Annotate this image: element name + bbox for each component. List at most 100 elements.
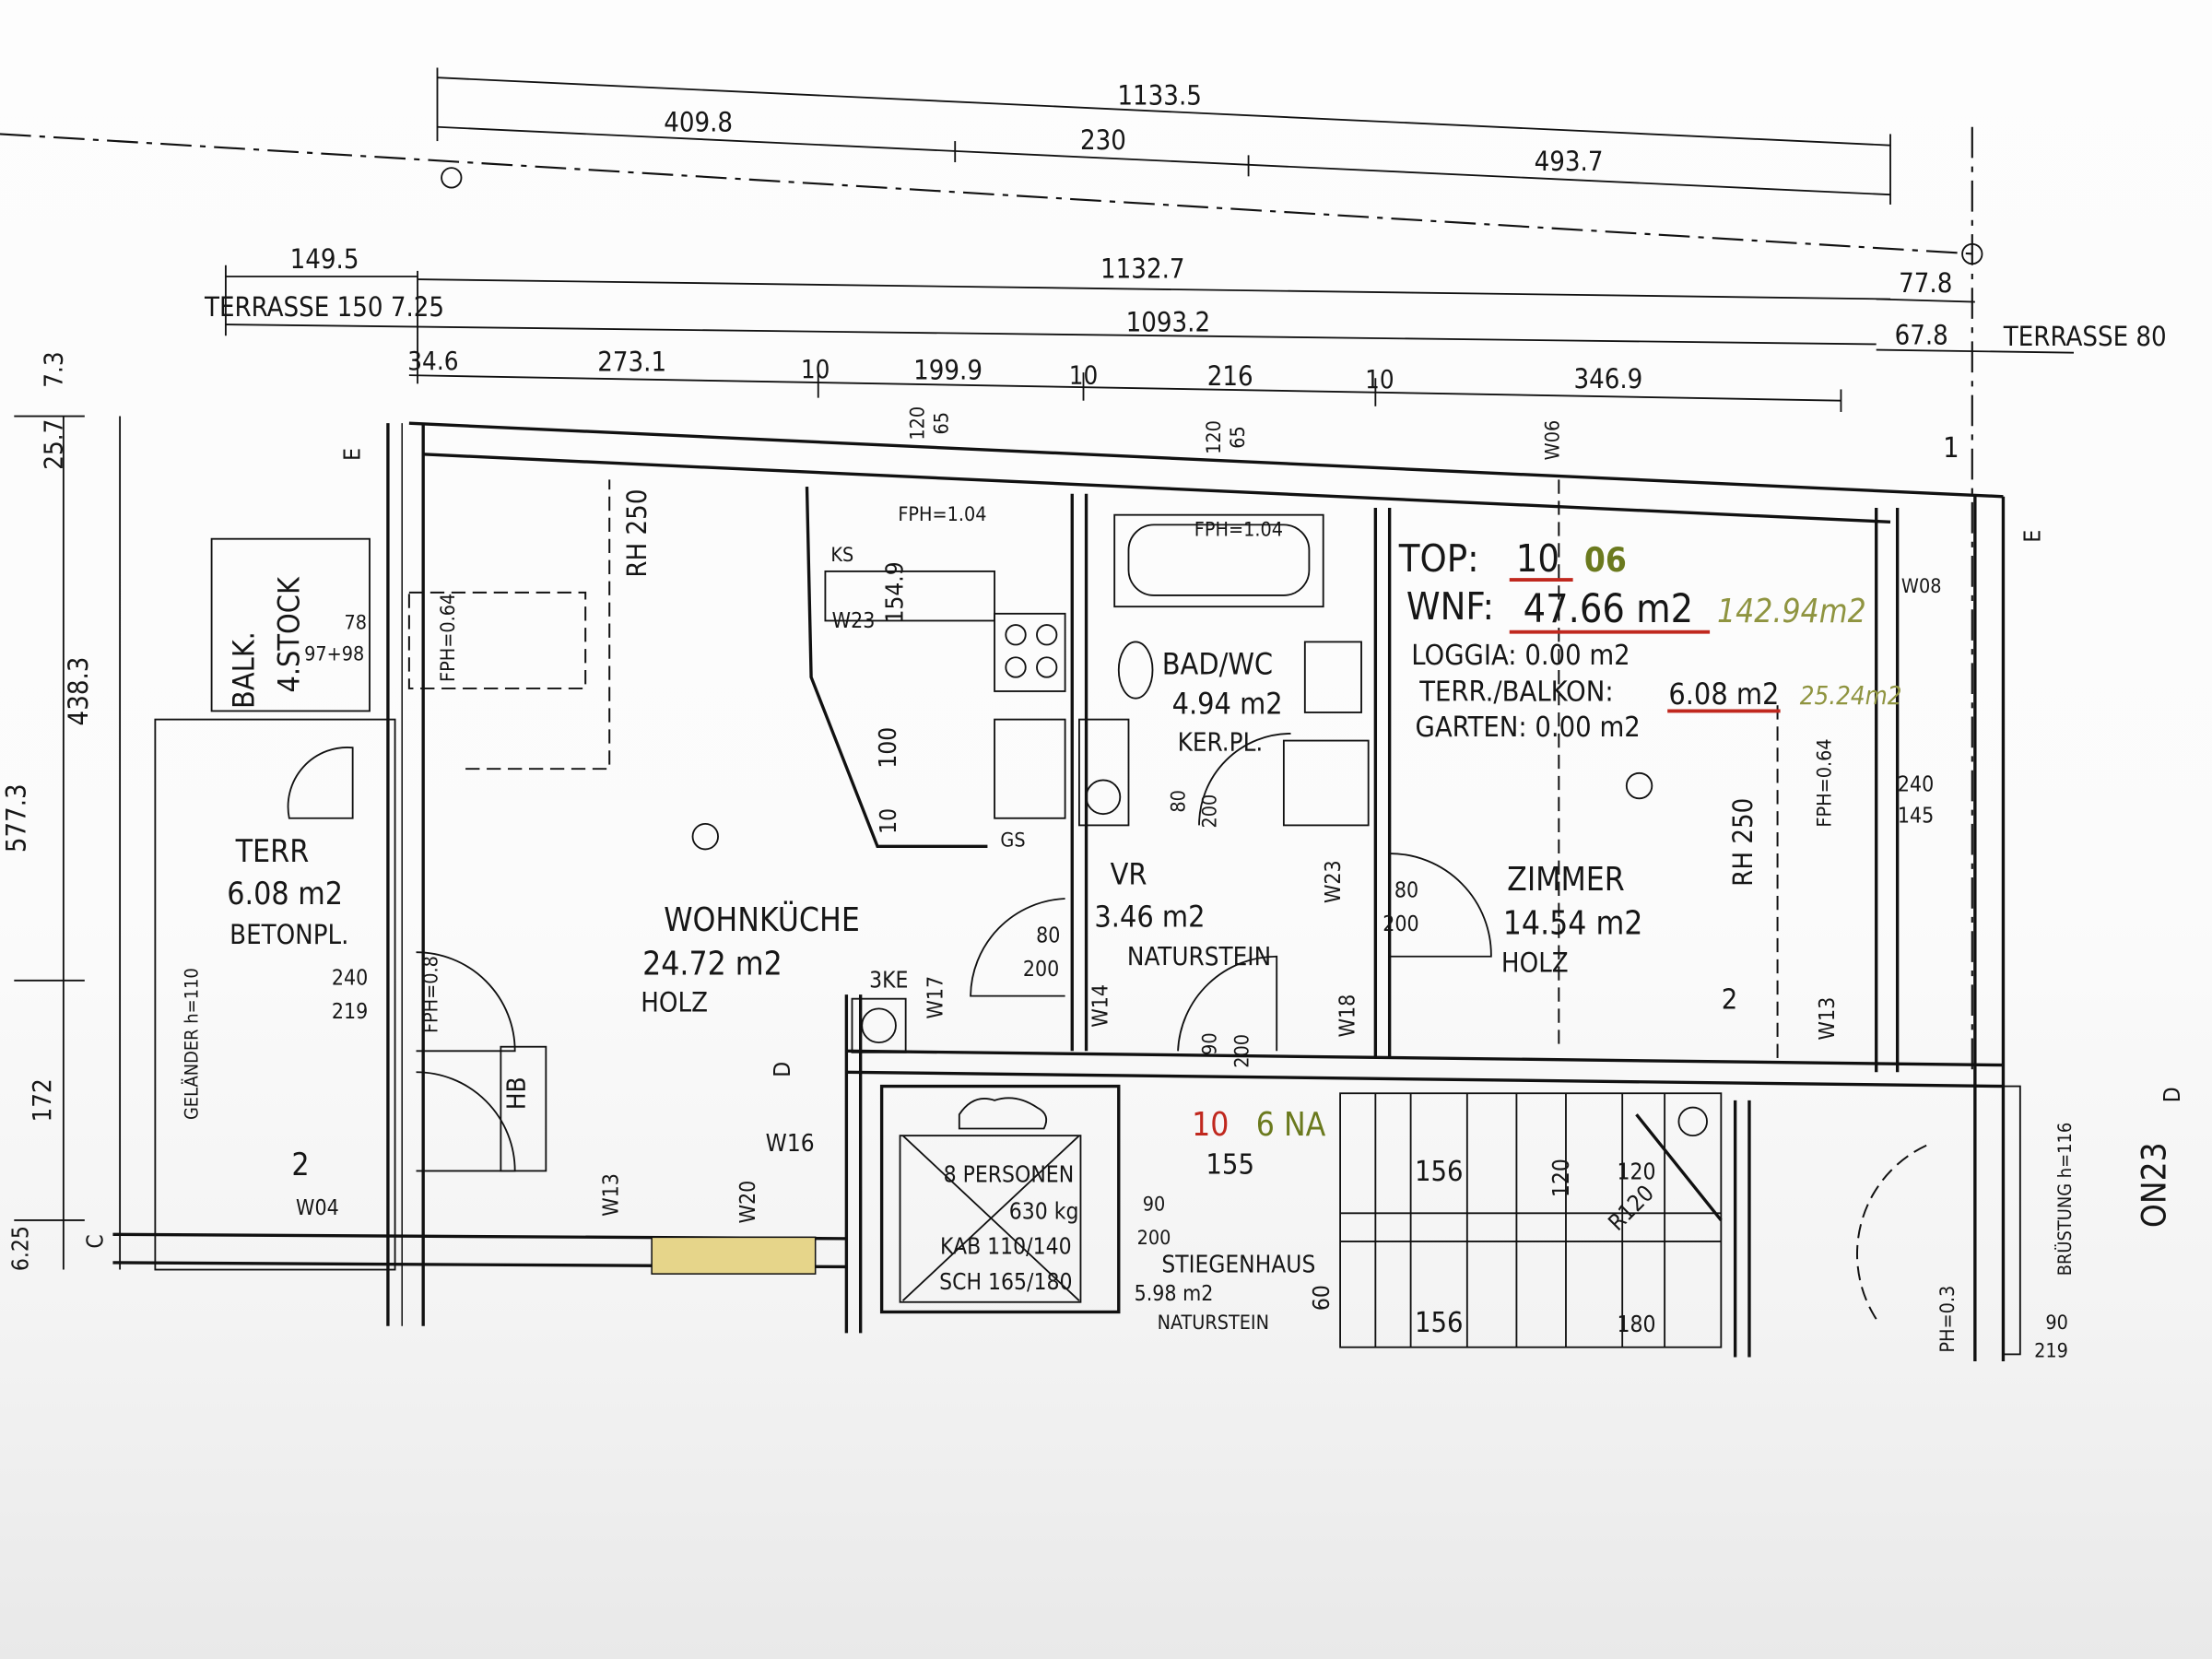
window-label: W20 xyxy=(736,1181,760,1224)
fph-label: FPH=0.64 xyxy=(437,594,460,682)
ph-label: PH=0.3 xyxy=(1936,1286,1959,1353)
fph-label: FPH=0.64 xyxy=(1814,738,1837,827)
zimmer-window-dim: 240 xyxy=(1898,773,1934,797)
dim-v-6: 6.25 xyxy=(7,1226,34,1271)
summary-wnf-alt: 142.94m2 xyxy=(1717,593,1866,630)
door-dim: 80 xyxy=(1036,924,1060,947)
axis-marker: C xyxy=(82,1234,109,1248)
terrace-door-dim: 240 xyxy=(332,966,368,990)
stair-steps xyxy=(1374,1093,1666,1347)
room-zimmer-area: 14.54 m2 xyxy=(1503,904,1643,942)
door-dim: 90 xyxy=(1143,1193,1166,1216)
window-dim: 120 xyxy=(1203,420,1226,454)
window-label: W23 xyxy=(1322,860,1346,903)
stair-dim: 155 xyxy=(1206,1148,1254,1181)
axis-marker: 1 xyxy=(1943,432,1959,465)
dim-v-172: 172 xyxy=(28,1078,57,1122)
window-label: W23 xyxy=(832,609,876,633)
room-zimmer-name: ZIMMER xyxy=(1507,861,1625,899)
dim-v-577: 577.3 xyxy=(1,783,32,853)
summary-top-value: 10 xyxy=(1516,536,1559,581)
axis-marker: E xyxy=(338,448,365,461)
summary-loggia: LOGGIA: 0.00 m2 xyxy=(1411,640,1630,672)
dim-v-7: 7.3 xyxy=(39,351,68,387)
hb-label: HB xyxy=(501,1077,531,1110)
unit-code-green: 6 NA xyxy=(1256,1106,1326,1144)
room-bad-area: 4.94 m2 xyxy=(1172,686,1283,721)
stair-dim: 120 xyxy=(1547,1159,1574,1197)
door-dim: 80 xyxy=(1168,790,1191,813)
window-label: W08 xyxy=(1901,575,1942,598)
summary-top-alt: 06 xyxy=(1584,540,1627,580)
door-dim: 200 xyxy=(1198,794,1221,829)
summary-top-label: TOP: xyxy=(1398,536,1479,581)
dim-seg-c: 493.7 xyxy=(1535,146,1604,177)
rh-label: RH 250 xyxy=(1727,798,1759,887)
railing-label: GELÄNDER h=110 xyxy=(181,968,202,1120)
elevator-load: 630 kg xyxy=(1009,1197,1079,1224)
stair-dim: R120 xyxy=(1603,1180,1659,1236)
window-dim: 65 xyxy=(931,412,954,435)
dim-199: 199.9 xyxy=(913,355,982,386)
door-dim: 219 xyxy=(2034,1339,2068,1362)
window-label: W14 xyxy=(1089,984,1113,1028)
window-dim: 120 xyxy=(907,406,930,441)
ke-label: 3KE xyxy=(869,966,908,993)
window-label: W18 xyxy=(1335,994,1359,1038)
door-dim: 90 xyxy=(1198,1032,1221,1055)
room-balk-level: 4.STOCK xyxy=(271,576,306,692)
window-label: W06 xyxy=(1541,420,1564,461)
dim-v-438: 438.3 xyxy=(63,657,94,726)
elevator-shaft: SCH 165/180 xyxy=(939,1268,1072,1295)
room-wohnkueche-area: 24.72 m2 xyxy=(642,946,782,983)
dim-216: 216 xyxy=(1207,360,1253,392)
parapet-label: BRÜSTUNG h=116 xyxy=(2054,1123,2076,1277)
dim-terrasse-right: TERRASSE 80 xyxy=(2003,321,2167,352)
dimension-lines xyxy=(0,67,2075,1270)
room-vr-name: VR xyxy=(1111,857,1147,892)
summary-terr-value: 6.08 m2 xyxy=(1668,677,1779,712)
axis-marker: E xyxy=(2018,530,2045,543)
door-dim: 200 xyxy=(1023,958,1059,982)
stair-dim: 180 xyxy=(1618,1311,1656,1337)
summary-terr-alt: 25.24m2 xyxy=(1800,681,1902,711)
dim-10b: 10 xyxy=(1069,360,1099,390)
fixtures xyxy=(154,479,2021,1356)
stair-dim: 156 xyxy=(1415,1156,1464,1188)
summary-wnf-label: WNF: xyxy=(1406,584,1494,629)
door-dim: 200 xyxy=(1137,1227,1171,1250)
room-wohnkueche-name: WOHNKÜCHE xyxy=(664,900,860,939)
elevator-persons: 8 PERSONEN xyxy=(944,1161,1075,1188)
window-dim: 65 xyxy=(1227,426,1250,449)
window-label: W17 xyxy=(924,976,947,1019)
dim-34: 34.6 xyxy=(407,347,458,376)
gs-label: GS xyxy=(1000,829,1025,852)
dim-77: 77.8 xyxy=(1899,267,1952,299)
axis-marker: 2 xyxy=(291,1147,309,1182)
window-label: W16 xyxy=(766,1130,815,1158)
dim-1132: 1132.7 xyxy=(1100,253,1185,285)
fph-label: FPH=1.04 xyxy=(898,503,986,526)
stair-dim: 60 xyxy=(1308,1285,1335,1311)
door-dim: 200 xyxy=(1382,912,1418,936)
room-stiegenhaus-name: STIEGENHAUS xyxy=(1161,1252,1315,1279)
elevator-cabin: KAB 110/140 xyxy=(940,1233,1072,1260)
door-dim: 200 xyxy=(1231,1034,1254,1068)
unit-code-red: 10 xyxy=(1192,1106,1229,1144)
walls xyxy=(112,421,2006,1362)
dim-seg-b: 230 xyxy=(1080,124,1126,156)
door-dim: 90 xyxy=(2045,1312,2068,1335)
balcony-dim: 97+98 xyxy=(304,642,364,665)
summary-terr-label: TERR./BALKON: xyxy=(1418,677,1613,709)
axis-marker: D xyxy=(769,1062,795,1077)
balcony-dim: 78 xyxy=(344,612,367,635)
stair-dim: 120 xyxy=(1618,1159,1656,1185)
fph-label: FPH=1.04 xyxy=(1194,519,1283,542)
window-label: W13 xyxy=(599,1173,623,1217)
room-stiegenhaus-floor: NATURSTEIN xyxy=(1158,1312,1269,1335)
room-bad-floor: KER.PL. xyxy=(1178,727,1264,757)
dim-67: 67.8 xyxy=(1895,319,1948,350)
window-label: W04 xyxy=(296,1196,339,1220)
terrace-door-dim: 219 xyxy=(332,1000,368,1024)
